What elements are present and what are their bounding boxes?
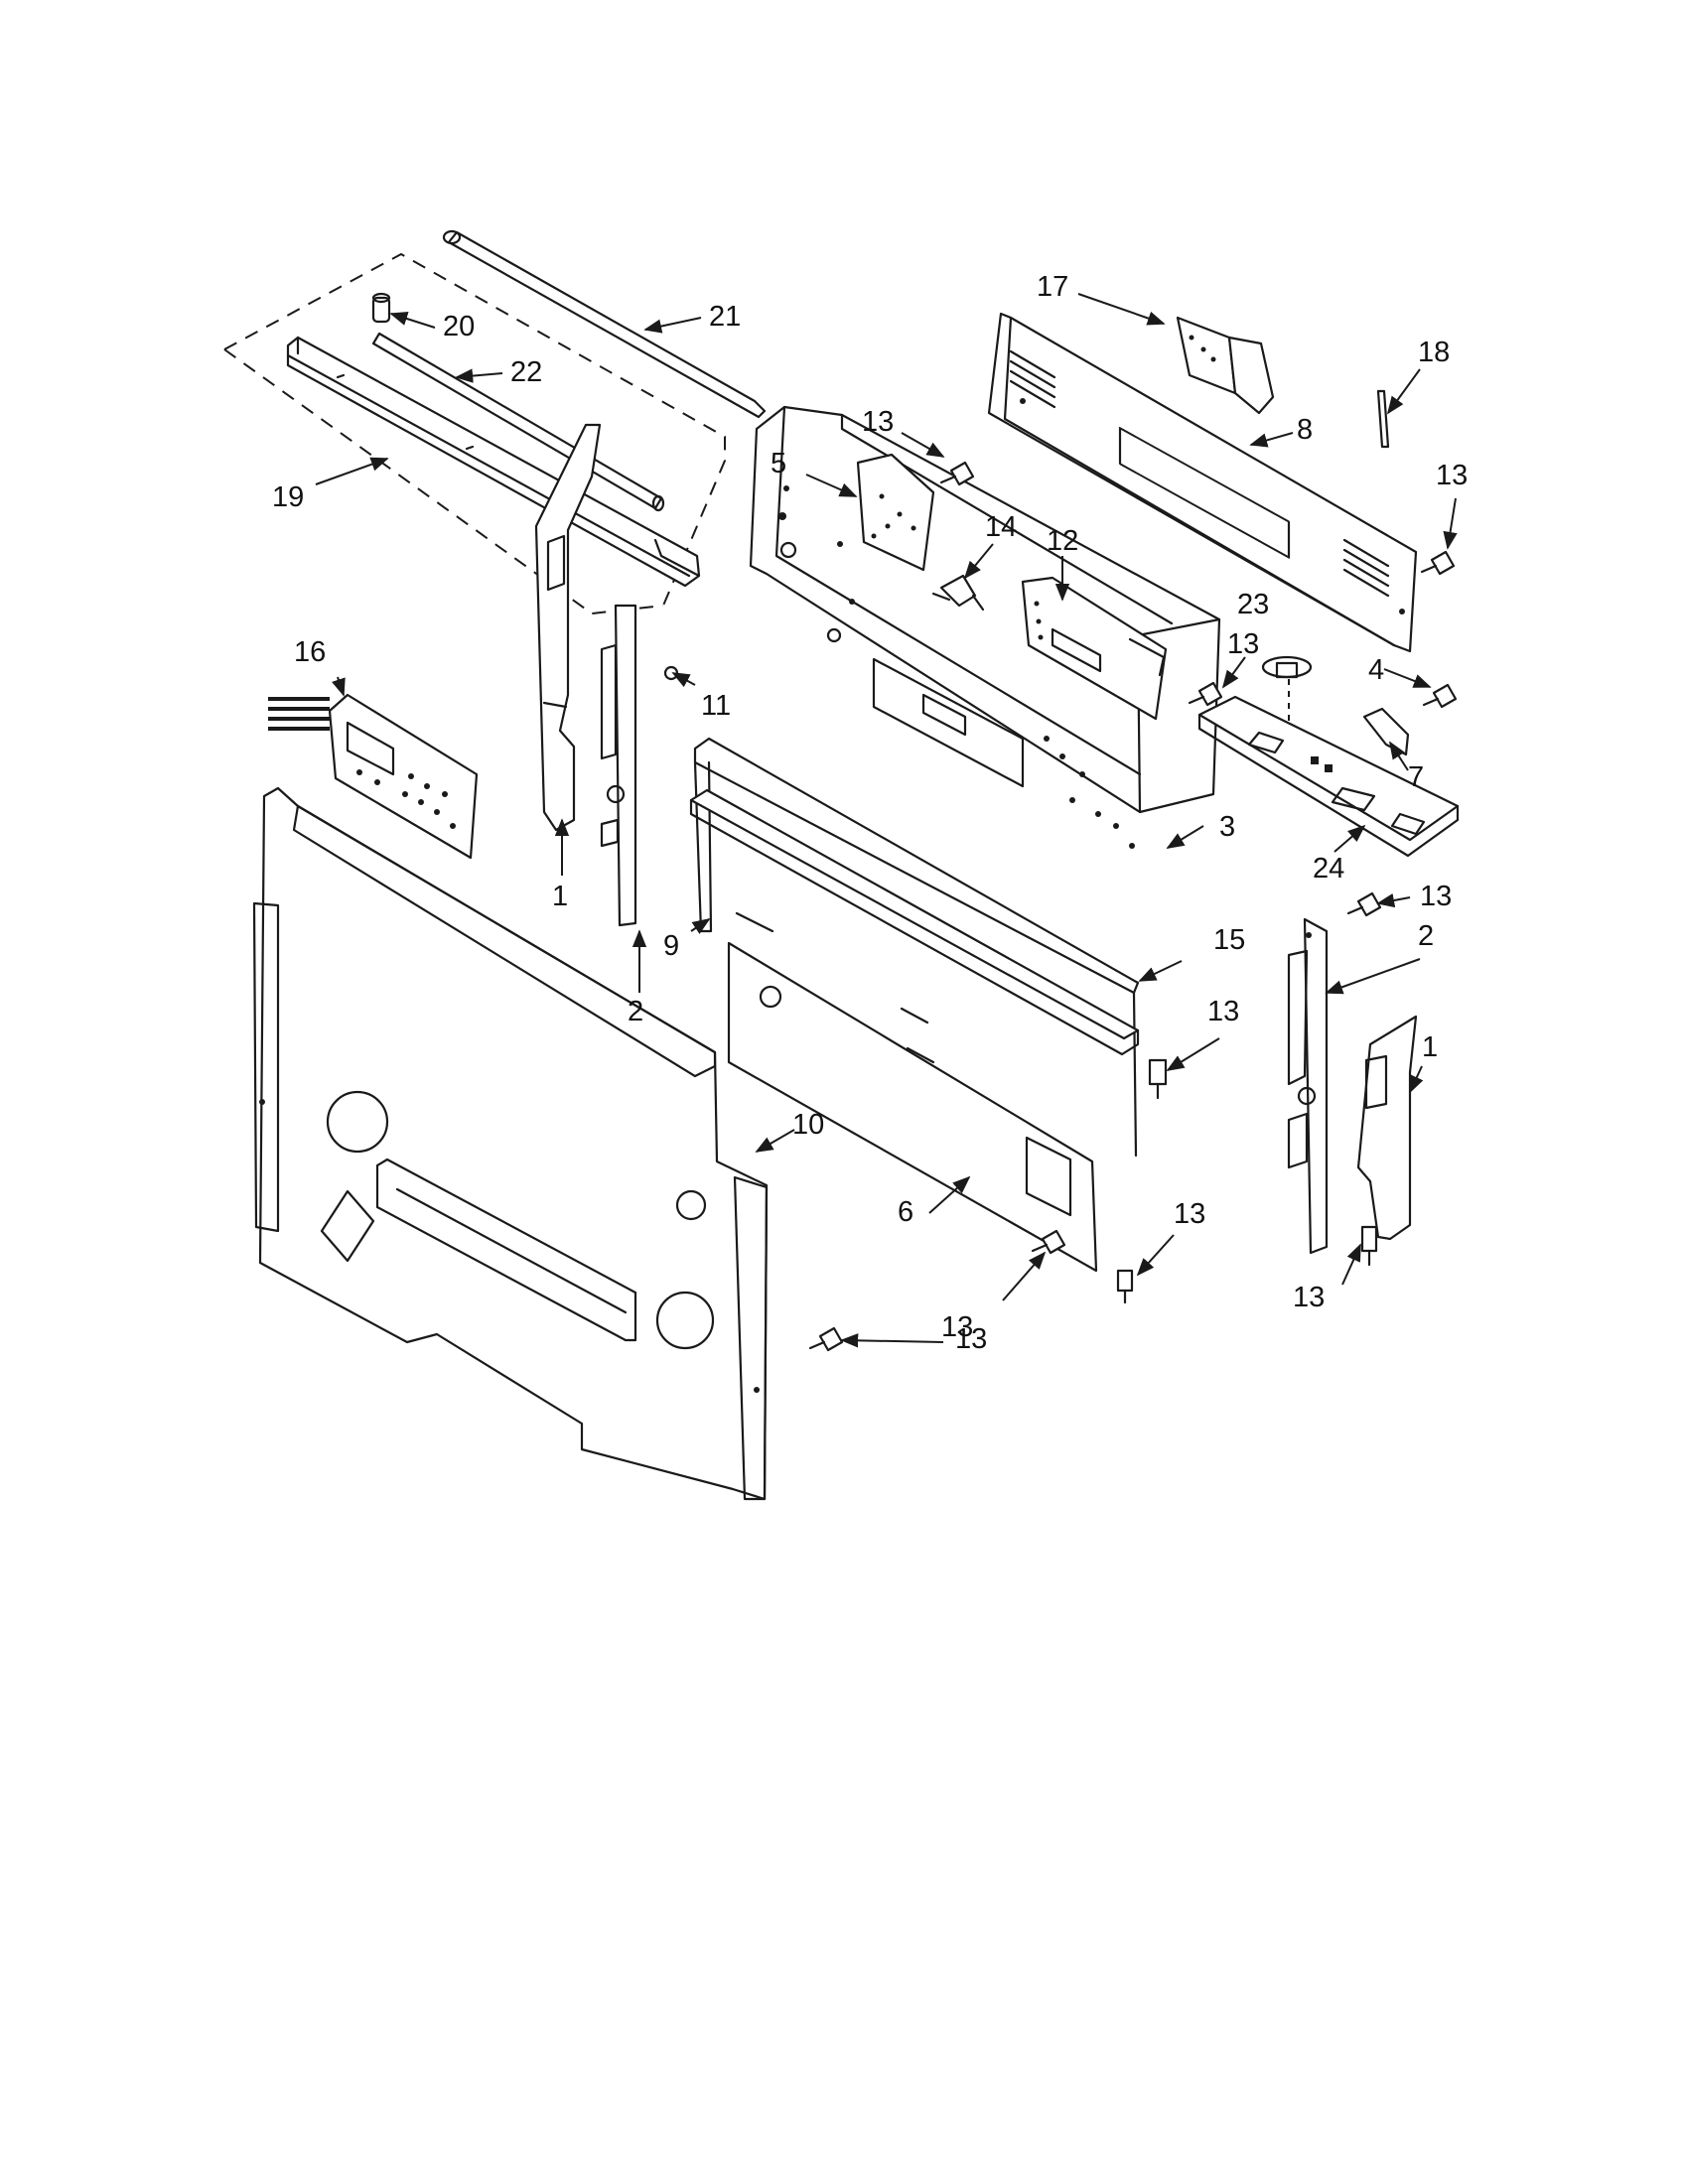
callout-13-lower: 13 — [941, 1311, 973, 1343]
display-board-12 — [1021, 576, 1168, 721]
vent-channel — [286, 336, 701, 588]
callout-20: 20 — [443, 311, 475, 342]
end-cap-1-right — [1356, 1015, 1418, 1241]
callout-13-rightedge: 13 — [1420, 881, 1452, 912]
callout-3: 3 — [1219, 811, 1235, 843]
thermostat-23 — [1261, 655, 1313, 733]
rod-22 — [371, 332, 665, 512]
callout-2-left: 2 — [628, 996, 643, 1027]
callout-13-bottom: 13 — [955, 1323, 987, 1355]
callout-15: 15 — [1213, 924, 1245, 956]
callout-13-right: 13 — [1207, 996, 1239, 1027]
callout-19: 19 — [272, 481, 304, 513]
vent-assembly-19 — [223, 252, 726, 615]
callout-22: 22 — [510, 356, 542, 388]
callout-23: 23 — [1237, 589, 1269, 620]
callout-8: 8 — [1297, 414, 1313, 446]
callout-6: 6 — [898, 1196, 913, 1228]
callout-2-right: 2 — [1418, 920, 1434, 952]
callout-9: 9 — [663, 930, 679, 962]
switch-14 — [931, 574, 985, 612]
callout-13-bottommid: 13 — [1174, 1198, 1205, 1230]
control-board-17 — [1176, 316, 1275, 415]
callout-12: 12 — [1047, 525, 1078, 557]
end-cap-1-left — [534, 423, 602, 832]
side-bracket-2-right — [1287, 917, 1329, 1255]
callout-7: 7 — [1408, 761, 1424, 793]
callout-14: 14 — [985, 511, 1017, 543]
mounting-bracket-24 — [1197, 695, 1460, 858]
side-bracket-2-left — [600, 604, 637, 927]
callout-16: 16 — [294, 636, 326, 668]
callout-labels: 21 20 22 19 17 18 8 13 13 5 14 12 23 13 … — [272, 271, 1468, 1355]
bracket-5 — [856, 453, 935, 572]
membrane-switch-16 — [268, 693, 479, 860]
callout-24: 24 — [1313, 853, 1344, 885]
clip-20 — [371, 292, 391, 324]
callout-1-left: 1 — [552, 881, 568, 912]
clip-7 — [1362, 707, 1410, 756]
callout-18: 18 — [1418, 337, 1450, 368]
support-9 — [693, 737, 1140, 1158]
callout-17: 17 — [1037, 271, 1068, 303]
callout-4: 4 — [1368, 654, 1384, 686]
callout-13-topright: 13 — [1436, 460, 1468, 491]
rear-panel-8 — [987, 312, 1418, 653]
gasket-strip-21 — [442, 229, 767, 419]
callout-5: 5 — [771, 448, 786, 479]
leader-arrows — [315, 293, 1458, 1348]
callout-10: 10 — [792, 1109, 824, 1141]
callout-13-top: 13 — [862, 406, 894, 438]
callout-13-bottomright: 13 — [1293, 1282, 1325, 1313]
callout-21: 21 — [709, 301, 741, 333]
trim-15 — [689, 788, 1140, 1056]
callout-1-right: 1 — [1422, 1031, 1438, 1063]
rear-cover-6 — [727, 941, 1098, 1273]
callout-13-mid: 13 — [1227, 628, 1259, 660]
wire-tie-18 — [1376, 389, 1390, 449]
callout-11: 11 — [701, 690, 731, 722]
back-panel-10 — [252, 786, 769, 1501]
